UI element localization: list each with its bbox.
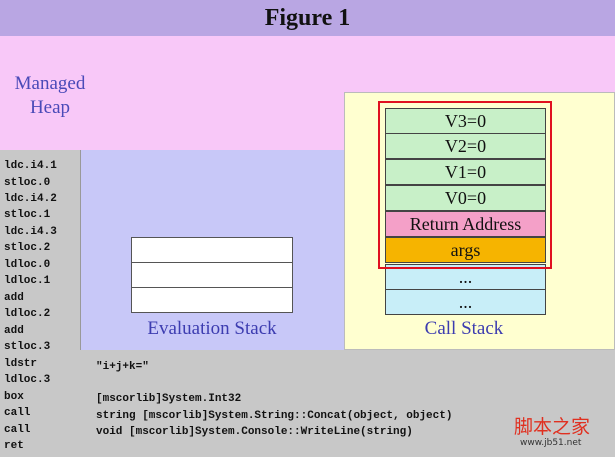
call-stack-local-v2: V2=0: [385, 133, 546, 159]
evaluation-stack-slot: [131, 237, 293, 263]
instruction-opcode: ldc.i4.1: [4, 160, 57, 172]
instruction-opcode: ldloc.3: [4, 374, 51, 386]
watermark-logo-text: 脚本之家: [514, 416, 591, 438]
figure-title: Figure 1: [0, 0, 615, 36]
instruction-opcode: stloc.1: [4, 209, 51, 221]
instruction-opcode: ldc.i4.2: [4, 193, 57, 205]
instruction-opcode: add: [4, 325, 24, 337]
instruction-opcode: stloc.2: [4, 242, 51, 254]
instruction-opcode: ldloc.0: [4, 259, 51, 271]
call-stack-local-v1: V1=0: [385, 159, 546, 185]
instruction-opcode: ldc.i4.3: [4, 226, 57, 238]
instruction-opcode: stloc.0: [4, 177, 51, 189]
instruction-opcode: ldloc.2: [4, 308, 51, 320]
instruction-opcode: call: [4, 407, 31, 419]
instruction-opcode: box: [4, 391, 24, 403]
instruction-opcode: add: [4, 292, 24, 304]
instruction-opcode: stloc.3: [4, 341, 51, 353]
instruction-operand: string [mscorlib]System.String::Concat(o…: [96, 410, 453, 422]
evaluation-stack-label: Evaluation Stack: [147, 318, 277, 339]
call-stack-ellipsis: ...: [385, 289, 546, 315]
watermark-url: www.jb51.net: [520, 438, 582, 448]
call-stack-args: args: [385, 237, 546, 263]
call-stack-label: Call Stack: [424, 318, 504, 339]
call-stack-return-address: Return Address: [385, 211, 546, 237]
current-frame-highlight: [378, 101, 552, 269]
instruction-column: [0, 150, 80, 457]
instruction-opcode: ldloc.1: [4, 275, 51, 287]
call-stack-local-v0: V0=0: [385, 185, 546, 211]
instruction-opcode: call: [4, 424, 31, 436]
instruction-operand: void [mscorlib]System.Console::WriteLine…: [96, 426, 413, 438]
instruction-operand: "i+j+k=": [96, 361, 149, 373]
instruction-opcode: ret: [4, 440, 24, 452]
evaluation-stack-slot: [131, 287, 293, 313]
managed-heap-label-line2: Heap: [29, 97, 71, 118]
evaluation-stack-slot: [131, 262, 293, 288]
managed-heap-label: Managed Heap: [6, 72, 94, 120]
instruction-opcode: ldstr: [4, 358, 38, 370]
managed-heap-label-line1: Managed: [14, 73, 86, 94]
instruction-operand: [mscorlib]System.Int32: [96, 393, 242, 405]
